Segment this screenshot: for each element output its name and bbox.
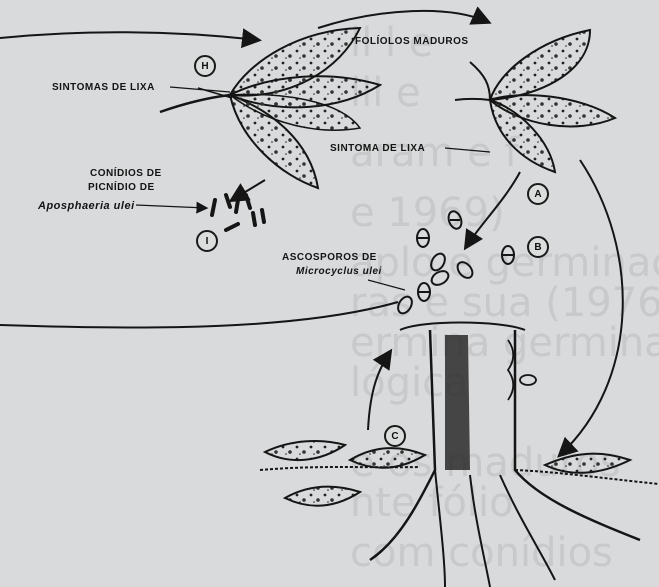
label-sintomas-lixa: SINTOMAS DE LIXA (52, 82, 155, 93)
leaf-cluster-right (455, 30, 615, 172)
label-conidios-line1: CONÍDIOS DE (90, 168, 162, 179)
badge-a: A (527, 183, 549, 205)
badge-i: I (196, 230, 218, 252)
arrow-to-ground (560, 160, 623, 455)
arrow-to-ascospores (466, 172, 520, 247)
label-ascosporos-line1: ASCOSPOROS DE (282, 252, 377, 263)
arrow-up-from-litter (368, 352, 390, 430)
ascospores (395, 209, 514, 315)
label-aposphaeria: Aposphaeria ulei (38, 200, 135, 212)
badge-h: H (194, 55, 216, 77)
leaf-cluster-left (160, 28, 380, 188)
label-sintoma-lixa: SINTOMA DE LIXA (330, 143, 425, 154)
arrow-back-to-left (0, 302, 398, 328)
arrow-to-mature (318, 11, 488, 28)
badge-b: B (527, 236, 549, 258)
label-conidios-line2: PICNÍDIO DE (88, 182, 155, 193)
label-folioles-maduros: FOLÍOLOS MADUROS (355, 36, 469, 47)
conidia-marks (212, 195, 264, 230)
label-microcyclus: Microcyclus ulei (296, 266, 382, 277)
arrow-top-left (0, 32, 258, 40)
badge-c: C (384, 425, 406, 447)
